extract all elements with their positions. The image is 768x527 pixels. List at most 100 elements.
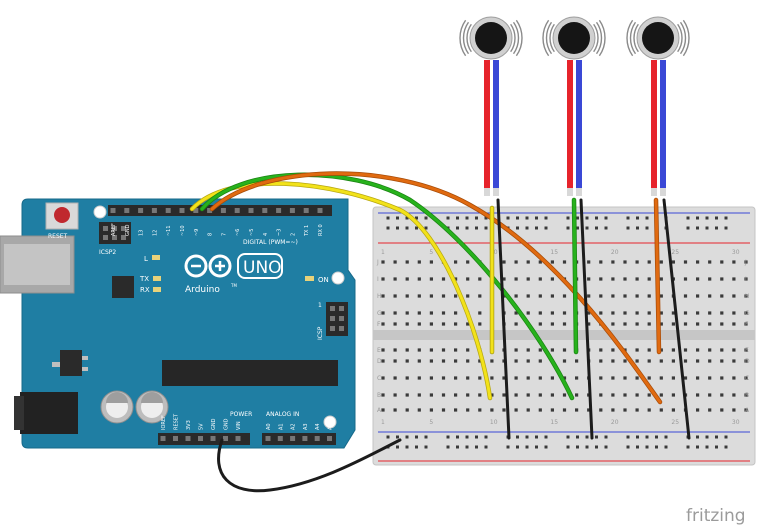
breadboard-hole[interactable] — [708, 408, 712, 412]
breadboard-hole[interactable] — [623, 408, 627, 412]
header-pin[interactable] — [124, 208, 130, 213]
breadboard-hole[interactable] — [526, 260, 530, 264]
rail-hole[interactable] — [424, 445, 428, 449]
breadboard-hole[interactable] — [514, 359, 518, 363]
rail-hole[interactable] — [724, 435, 728, 439]
breadboard-hole[interactable] — [393, 260, 397, 264]
rail-hole[interactable] — [604, 226, 608, 230]
breadboard-hole[interactable] — [635, 311, 639, 315]
breadboard-hole[interactable] — [647, 408, 651, 412]
breadboard-hole[interactable] — [623, 294, 627, 298]
breadboard-hole[interactable] — [562, 311, 567, 315]
breadboard-hole[interactable] — [417, 408, 421, 412]
breadboard-hole[interactable] — [502, 294, 506, 298]
breadboard-hole[interactable] — [611, 359, 615, 363]
rail-hole[interactable] — [645, 216, 649, 220]
breadboard-hole[interactable] — [635, 322, 639, 326]
breadboard-hole[interactable] — [671, 376, 675, 380]
breadboard-hole[interactable] — [623, 311, 627, 315]
header-pin[interactable] — [235, 436, 241, 441]
header-pin[interactable] — [210, 436, 216, 441]
breadboard-hole[interactable] — [562, 393, 567, 397]
breadboard-hole[interactable] — [502, 376, 506, 380]
breadboard-hole[interactable] — [696, 376, 700, 380]
breadboard-hole[interactable] — [720, 260, 724, 264]
rail-hole[interactable] — [705, 445, 709, 449]
header-pin[interactable] — [265, 436, 271, 441]
rail-hole[interactable] — [585, 216, 589, 220]
breadboard-hole[interactable] — [720, 311, 724, 315]
rail-hole[interactable] — [595, 216, 598, 220]
breadboard-hole[interactable] — [550, 322, 554, 326]
rail-hole[interactable] — [645, 226, 649, 230]
breadboard-hole[interactable] — [502, 277, 506, 281]
breadboard-hole[interactable] — [393, 277, 397, 281]
breadboard-hole[interactable] — [744, 376, 748, 380]
rail-hole[interactable] — [705, 216, 709, 220]
rail-hole[interactable] — [506, 216, 510, 220]
header-pin[interactable] — [314, 436, 320, 441]
breadboard-hole[interactable] — [623, 322, 627, 326]
breadboard-hole[interactable] — [429, 294, 433, 298]
header-pin[interactable] — [289, 208, 295, 213]
breadboard-hole[interactable] — [611, 294, 615, 298]
breadboard-hole[interactable] — [599, 359, 603, 363]
breadboard-hole[interactable] — [538, 376, 542, 380]
breadboard-hole[interactable] — [744, 260, 748, 264]
rail-hole[interactable] — [696, 216, 699, 220]
breadboard-hole[interactable] — [587, 322, 591, 326]
rail-hole[interactable] — [645, 445, 649, 449]
rail-hole[interactable] — [446, 216, 450, 220]
breadboard-hole[interactable] — [466, 359, 470, 363]
breadboard-hole[interactable] — [683, 311, 688, 315]
breadboard-hole[interactable] — [599, 408, 603, 412]
rail-hole[interactable] — [535, 216, 538, 220]
breadboard-hole[interactable] — [683, 322, 688, 326]
breadboard-hole[interactable] — [659, 393, 663, 397]
breadboard-hole[interactable] — [732, 322, 736, 326]
breadboard-hole[interactable] — [720, 408, 724, 412]
breadboard-hole[interactable] — [708, 376, 712, 380]
header-pin[interactable] — [179, 208, 185, 213]
breadboard-hole[interactable] — [696, 322, 700, 326]
rail-hole[interactable] — [544, 435, 548, 439]
breadboard-hole[interactable] — [732, 260, 736, 264]
breadboard-hole[interactable] — [720, 294, 724, 298]
rail-hole[interactable] — [475, 216, 478, 220]
rail-hole[interactable] — [566, 226, 570, 230]
rail-hole[interactable] — [696, 435, 699, 439]
rail-hole[interactable] — [405, 226, 409, 230]
breadboard-hole[interactable] — [587, 260, 591, 264]
rail-hole[interactable] — [386, 216, 390, 220]
breadboard-hole[interactable] — [405, 260, 409, 264]
breadboard-hole[interactable] — [405, 376, 409, 380]
header-pin[interactable] — [185, 436, 191, 441]
breadboard-hole[interactable] — [635, 393, 639, 397]
breadboard-hole[interactable] — [381, 260, 385, 264]
breadboard-hole[interactable] — [490, 408, 494, 412]
rail-hole[interactable] — [516, 216, 519, 220]
breadboard-hole[interactable] — [514, 294, 518, 298]
breadboard-hole[interactable] — [466, 376, 470, 380]
breadboard-hole[interactable] — [732, 294, 736, 298]
breadboard-hole[interactable] — [441, 359, 446, 363]
rail-hole[interactable] — [626, 216, 630, 220]
rail-hole[interactable] — [724, 445, 728, 449]
header-pin[interactable] — [193, 208, 199, 213]
breadboard-hole[interactable] — [562, 294, 567, 298]
rail-hole[interactable] — [636, 435, 639, 439]
breadboard-hole[interactable] — [708, 260, 712, 264]
breadboard-hole[interactable] — [708, 277, 712, 281]
header-pin[interactable] — [276, 208, 282, 213]
breadboard-hole[interactable] — [454, 376, 458, 380]
rail-hole[interactable] — [475, 445, 478, 449]
rail-hole[interactable] — [686, 445, 690, 449]
rail-hole[interactable] — [456, 445, 459, 449]
breadboard-hole[interactable] — [514, 348, 518, 352]
breadboard-hole[interactable] — [393, 348, 397, 352]
breadboard-hole[interactable] — [454, 277, 458, 281]
breadboard-hole[interactable] — [550, 294, 554, 298]
rail-hole[interactable] — [465, 445, 469, 449]
rail-hole[interactable] — [544, 216, 548, 220]
rail-hole[interactable] — [456, 226, 459, 230]
